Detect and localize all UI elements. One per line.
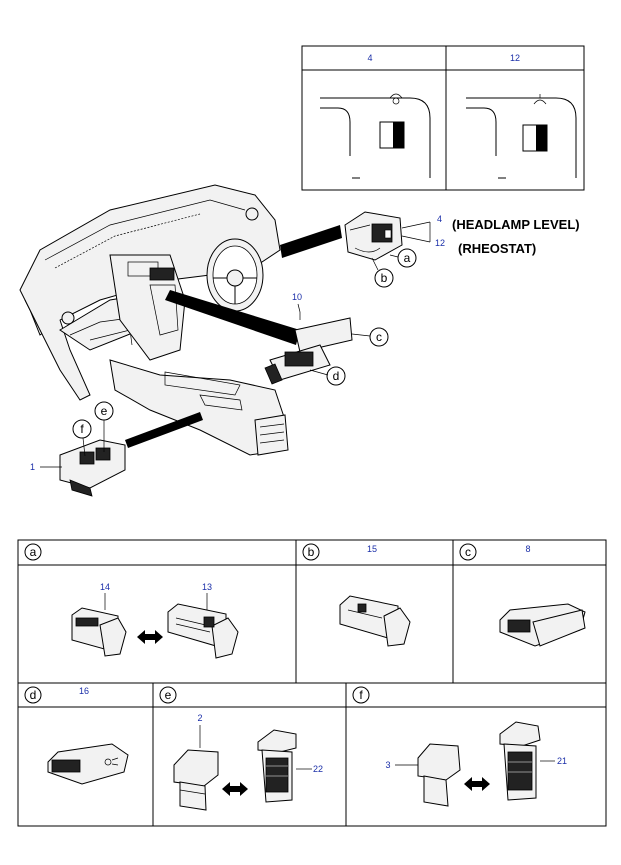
detail-d-letter: d [30,688,37,702]
callout-a: a [389,248,417,268]
switch-inset-table: 4 12 [301,45,585,191]
detail-grid [17,539,607,827]
double-arrow-icon [137,630,163,644]
part-10-number: 10 [292,292,302,302]
headlamp-level-icon [392,97,400,105]
part-1-number: 1 [30,462,35,472]
floor-switch-assembly [59,439,126,497]
svg-text:a: a [404,251,411,265]
detail-c: c 8 [459,543,586,647]
headlamp-level-part-number: 4 [437,214,442,224]
detail-e: e 2 22 [159,686,323,811]
switch-part-21 [499,721,541,747]
rheostat-label: (RHEOSTAT) [458,241,536,256]
svg-text:f: f [80,422,84,436]
detail-f-part-21: 21 [557,756,567,766]
rheostat-part-number: 12 [435,238,445,248]
svg-text:b: b [381,271,388,285]
svg-text:e: e [101,404,108,418]
pointer-wedge-e [125,412,203,448]
switch-part-3 [417,743,461,781]
rheostat-icon [533,99,547,105]
center-switch-panel [264,303,353,385]
left-vent [61,311,75,325]
inset-col1-number: 4 [367,53,372,63]
detail-d-part-16: 16 [79,686,89,696]
detail-a-part-13: 13 [202,582,212,592]
detail-b: b 15 [302,543,411,647]
detail-c-letter: c [465,545,471,559]
detail-a-letter: a [30,545,37,559]
callout-f: f [72,419,92,457]
switch-part-2 [173,749,219,787]
headlamp-switch-assembly [344,211,431,261]
inset-col2-number: 12 [510,53,520,63]
detail-c-part-8: 8 [525,544,530,554]
switch-part-22 [257,729,297,753]
svg-text:c: c [376,330,382,344]
detail-f-letter: f [359,688,363,702]
callout-e: e [94,401,114,452]
rheostat-switch-face [466,94,577,179]
headlamp-level-switch-face [320,93,431,179]
detail-f-part-3: 3 [385,760,390,770]
detail-f: f 3 21 [352,686,567,807]
detail-e-part-22: 22 [313,764,323,774]
svg-text:d: d [333,369,340,383]
detail-a-part-14: 14 [100,582,110,592]
callout-b: b [371,257,394,288]
detail-a: a 14 13 [24,543,239,659]
callout-c: c [351,327,389,347]
headlamp-level-label: (HEADLAMP LEVEL) [452,217,580,232]
double-arrow-icon [222,782,248,796]
detail-b-letter: b [308,545,315,559]
pointer-wedge-a [280,225,342,258]
dashboard-illustration [19,184,342,456]
detail-b-part-15: 15 [367,544,377,554]
detail-e-part-2: 2 [197,713,202,723]
switch-part-16 [47,743,129,785]
pointer-wedge-c [165,290,300,345]
callout-d: d [309,366,346,386]
detail-e-letter: e [165,688,172,702]
double-arrow-icon [464,777,490,791]
right-vent [245,207,259,221]
detail-d: d 16 [24,686,129,785]
